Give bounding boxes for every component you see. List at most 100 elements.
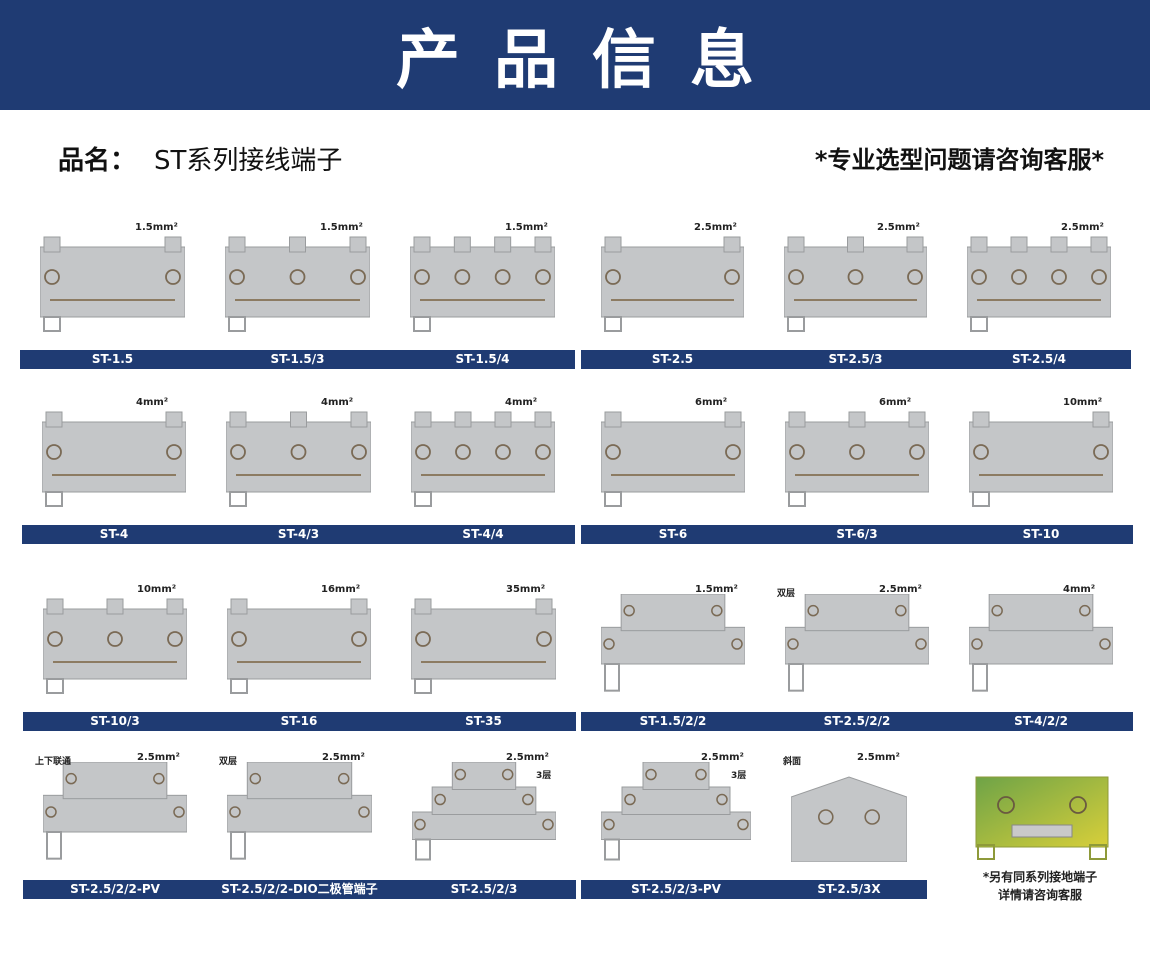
clamp-spring	[695, 768, 707, 781]
terminal-body	[411, 608, 556, 680]
clamp-spring	[535, 444, 551, 460]
rail-foot	[787, 316, 805, 332]
terminal-port	[604, 411, 622, 428]
ground-note-line2: 详情请咨询客服	[997, 888, 1082, 902]
rail-foot	[977, 844, 995, 860]
model-label: ST-4/4	[462, 527, 504, 541]
terminal-body	[988, 594, 1094, 632]
rail-foot	[43, 316, 61, 332]
terminal-port	[534, 236, 552, 253]
terminal-port	[970, 236, 988, 253]
terminal-port	[43, 236, 61, 253]
rail-foot	[972, 491, 990, 507]
clamp-spring	[971, 638, 983, 650]
wire-size-spec: 2.5mm²	[879, 584, 922, 595]
terminal-note: 双层	[219, 757, 238, 767]
wire-size-spec: 2.5mm²	[701, 752, 744, 763]
wire-size-spec: 4mm²	[1063, 584, 1096, 595]
clamp-spring	[971, 269, 987, 285]
clamp-spring	[623, 604, 635, 617]
terminal-port	[787, 236, 805, 253]
terminal-port	[972, 411, 990, 428]
terminal-block-image	[412, 762, 556, 861]
label-band	[581, 880, 927, 899]
rail-foot	[230, 678, 248, 694]
terminal-body	[226, 421, 371, 493]
terminal-body	[40, 246, 185, 318]
layer-note: 3层	[731, 771, 747, 781]
terminal-port	[164, 236, 182, 253]
terminal-body	[642, 762, 710, 790]
rail-foot	[228, 316, 246, 332]
terminal-port	[1092, 411, 1110, 428]
model-label: ST-6	[658, 527, 688, 541]
clamp-spring	[536, 631, 552, 647]
terminal-port	[535, 598, 553, 615]
model-label: ST-10	[1022, 527, 1060, 541]
model-label: ST-1.5/4	[455, 352, 510, 366]
terminal-block-image	[969, 594, 1113, 692]
wire-size-spec: 2.5mm²	[1061, 222, 1104, 233]
clamp-spring	[166, 444, 182, 460]
model-label: ST-1.5	[91, 352, 134, 366]
wire-size-spec: 2.5mm²	[137, 752, 180, 763]
terminal-port	[45, 411, 63, 428]
clamp-spring	[249, 772, 262, 785]
rail-foot	[788, 491, 806, 507]
clamp-spring	[1051, 269, 1067, 285]
terminal-port	[534, 411, 552, 428]
terminal-body	[969, 626, 1113, 665]
model-label: ST-2.5/2/3-PV	[631, 882, 721, 896]
terminal-port	[1050, 236, 1068, 253]
clamp-spring	[46, 444, 62, 460]
terminal-body	[621, 786, 731, 815]
rail-foot	[45, 491, 63, 507]
wire-size-spec: 1.5mm²	[695, 584, 738, 595]
rail-foot	[604, 838, 620, 861]
terminal-body	[225, 246, 370, 318]
page-title: 产品信息	[396, 24, 788, 98]
terminal-port	[166, 598, 184, 615]
clamp-spring	[494, 269, 511, 285]
rail-foot	[230, 831, 246, 860]
label-band	[581, 525, 1133, 544]
clamp-spring	[1091, 269, 1107, 285]
label-band	[581, 350, 1131, 369]
rail-foot	[46, 831, 62, 860]
terminal-body	[411, 421, 555, 493]
terminal-block-image	[43, 762, 187, 860]
terminal-port	[848, 411, 866, 428]
terminal-body	[620, 594, 726, 632]
clamp-spring	[605, 269, 621, 285]
clamp-spring	[915, 638, 927, 650]
clamp-spring	[351, 631, 367, 647]
clamp-spring	[415, 631, 431, 647]
product-name-value: ST系列接线端子	[154, 146, 343, 176]
layer-note: 3层	[536, 771, 552, 781]
clamp-spring	[414, 269, 430, 285]
clamp-spring	[454, 768, 467, 781]
clamp-spring	[731, 638, 743, 650]
terminal-body	[246, 762, 353, 800]
wire-size-spec: 1.5mm²	[135, 222, 178, 233]
terminal-block-image	[225, 236, 370, 332]
clamp-spring	[495, 444, 511, 460]
terminal-body	[410, 246, 555, 318]
clamp-spring	[45, 806, 57, 818]
wire-size-spec: 4mm²	[505, 397, 538, 408]
terminal-body	[451, 762, 517, 790]
terminal-port	[289, 236, 306, 253]
clamp-spring	[973, 444, 989, 460]
terminal-port	[230, 598, 248, 615]
terminal-body	[601, 246, 744, 318]
clamp-spring	[788, 269, 804, 285]
terminal-port	[494, 236, 512, 253]
terminal-port	[454, 411, 472, 428]
terminal-port	[847, 236, 864, 253]
wire-size-spec: 1.5mm²	[320, 222, 363, 233]
clamp-spring	[907, 269, 923, 285]
wire-size-spec: 2.5mm²	[506, 752, 549, 763]
clamp-spring	[997, 796, 1015, 814]
consult-note: *专业选型问题请咨询客服*	[814, 146, 1104, 174]
terminal-note: 上下联通	[35, 757, 72, 767]
